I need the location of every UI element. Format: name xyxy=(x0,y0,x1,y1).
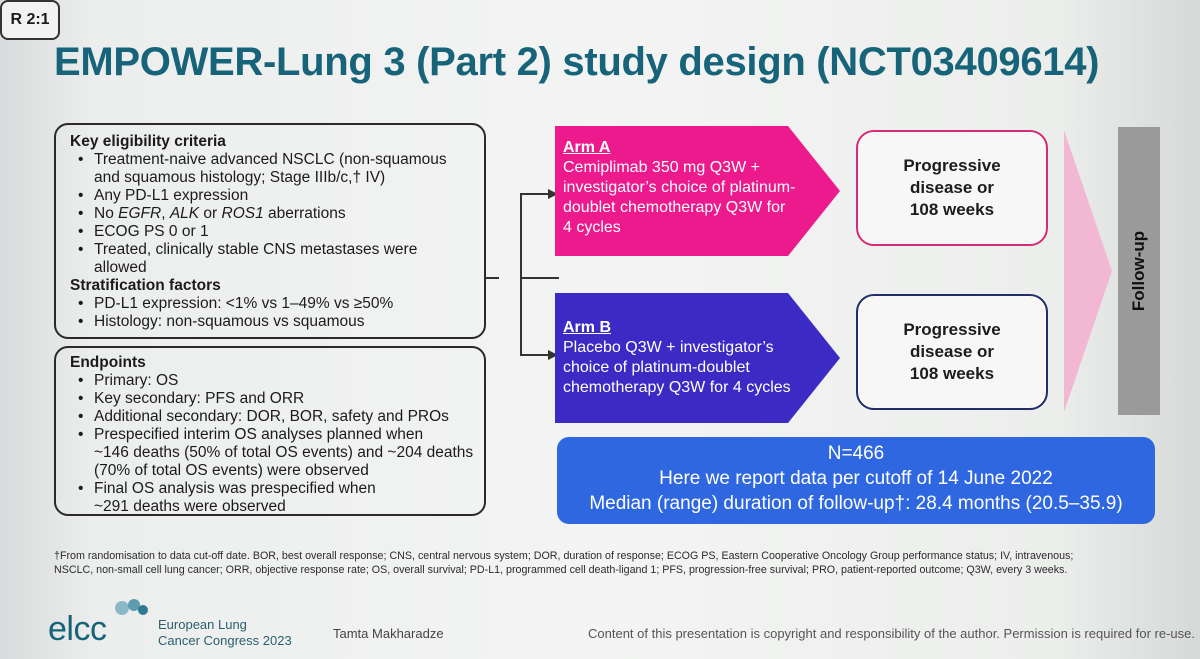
item-text: ~291 deaths were observed xyxy=(94,498,286,515)
list-item: Histology: non-squamous vs squamous xyxy=(70,313,474,331)
arm-a-line: 4 cycles xyxy=(563,219,621,236)
outcome-line: 108 weeks xyxy=(909,200,995,219)
list-item: Key secondary: PFS and ORR xyxy=(70,390,474,408)
outcome-box-a: Progressive disease or 108 weeks xyxy=(856,130,1048,246)
arm-a-arrow xyxy=(555,126,840,256)
arm-b-arrow xyxy=(555,293,840,423)
item-text: and squamous histology; Stage IIIb/c,† I… xyxy=(94,169,386,186)
outcome-line: Progressive xyxy=(903,156,1001,175)
item-text: Treated, clinically stable CNS metastase… xyxy=(94,241,418,276)
outcome-line: 108 weeks xyxy=(909,364,995,383)
presenter-name: Tamta Makharadze xyxy=(333,626,444,641)
list-item: Prespecified interim OS analyses planned… xyxy=(70,426,474,480)
item-text: Additional secondary: DOR, BOR, safety a… xyxy=(94,408,449,425)
list-item: Treated, clinically stable CNS metastase… xyxy=(70,241,474,277)
congress-line: European Lung xyxy=(158,617,247,632)
outcome-box-b: Progressive disease or 108 weeks xyxy=(856,294,1048,410)
endpoints-heading: Endpoints xyxy=(70,354,146,371)
item-text: Key secondary: PFS and ORR xyxy=(94,390,305,407)
item-text: ~146 deaths (50% of total OS events) and… xyxy=(94,444,474,461)
list-item: Additional secondary: DOR, BOR, safety a… xyxy=(70,408,474,426)
outcome-line: Progressive xyxy=(903,320,1001,339)
stratification-list: PD-L1 expression: <1% vs 1–49% vs ≥50% H… xyxy=(70,295,474,331)
endpoints-list: Primary: OS Key secondary: PFS and ORR A… xyxy=(70,372,474,516)
cutoff-text: Here we report data per cutoff of 14 Jun… xyxy=(659,468,1053,489)
list-item: Any PD-L1 expression xyxy=(70,187,474,205)
arm-b-line: Placebo Q3W + investigator’s xyxy=(563,339,774,356)
arm-b-line: choice of platinum-doublet xyxy=(563,359,750,376)
list-item: Final OS analysis was prespecified when … xyxy=(70,480,474,516)
item-text: Prespecified interim OS analyses planned… xyxy=(94,426,424,443)
followup-label: Follow-up xyxy=(1118,127,1160,415)
congress-line: Cancer Congress 2023 xyxy=(158,633,292,648)
elcc-logo-text: elcc xyxy=(48,610,107,648)
list-item: PD-L1 expression: <1% vs 1–49% vs ≥50% xyxy=(70,295,474,313)
followup-duration: Median (range) duration of follow-up†: 2… xyxy=(589,493,1123,514)
item-text: Histology: non-squamous vs squamous xyxy=(94,313,365,330)
arm-a-line: Cemiplimab 350 mg Q3W + xyxy=(563,159,760,176)
arrowhead-icon xyxy=(548,189,558,199)
arm-a-label: Arm A xyxy=(563,139,611,156)
arm-a-line: investigator’s choice of platinum- xyxy=(563,179,796,196)
footnote-line: NSCLC, non-small cell lung cancer; ORR, … xyxy=(54,564,1068,576)
list-item: Primary: OS xyxy=(70,372,474,390)
footnote: †From randomisation to data cut-off date… xyxy=(54,549,1144,577)
eligibility-list: Treatment-naive advanced NSCLC (non-squa… xyxy=(70,151,474,277)
followup-text: Follow-up xyxy=(1129,230,1149,312)
connector-line xyxy=(520,278,548,356)
slide-title: EMPOWER-Lung 3 (Part 2) study design (NC… xyxy=(54,40,1100,84)
arrowhead-icon xyxy=(548,350,558,360)
endpoints-box: Endpoints Primary: OS Key secondary: PFS… xyxy=(54,346,486,516)
item-text: Primary: OS xyxy=(94,372,179,389)
eligibility-heading: Key eligibility criteria xyxy=(70,133,226,150)
arm-b-label: Arm B xyxy=(563,319,612,336)
item-text: No EGFR, ALK or ROS1 aberrations xyxy=(94,205,346,222)
followup-bar xyxy=(1118,127,1160,415)
footnote-line: †From randomisation to data cut-off date… xyxy=(54,550,1074,562)
stratification-heading: Stratification factors xyxy=(70,277,221,294)
arm-b-text: Arm B Placebo Q3W + investigator’s choic… xyxy=(563,318,791,398)
item-text: Any PD-L1 expression xyxy=(94,187,249,204)
list-item: Treatment-naive advanced NSCLC (non-squa… xyxy=(70,151,474,187)
item-text: Final OS analysis was prespecified when xyxy=(94,480,376,497)
copyright-notice: Content of this presentation is copyrigh… xyxy=(588,626,1195,641)
eligibility-box: Key eligibility criteria Treatment-naive… xyxy=(54,123,486,339)
sample-size: N=466 xyxy=(827,443,885,464)
randomization-box: R 2:1 xyxy=(0,0,60,40)
arm-b-line: chemotherapy Q3W for 4 cycles xyxy=(563,379,791,396)
followup-arrow xyxy=(1064,130,1112,412)
item-text: (70% of total OS events) were observed xyxy=(94,462,369,479)
item-text: PD-L1 expression: <1% vs 1–49% vs ≥50% xyxy=(94,295,394,312)
outcome-line: disease or xyxy=(909,178,995,197)
summary-box: N=466 Here we report data per cutoff of … xyxy=(557,437,1155,524)
arm-a-line: doublet chemotherapy Q3W for xyxy=(563,199,786,216)
item-text: ECOG PS 0 or 1 xyxy=(94,223,209,240)
connector-line xyxy=(520,193,559,279)
item-text: Treatment-naive advanced NSCLC (non-squa… xyxy=(94,151,447,168)
outcome-line: disease or xyxy=(909,342,995,361)
arm-a-text: Arm A Cemiplimab 350 mg Q3W + investigat… xyxy=(563,138,795,238)
elcc-logo-icon xyxy=(115,599,148,615)
congress-name: European Lung Cancer Congress 2023 xyxy=(158,617,292,649)
list-item: ECOG PS 0 or 1 xyxy=(70,223,474,241)
list-item: No EGFR, ALK or ROS1 aberrations xyxy=(70,205,474,223)
